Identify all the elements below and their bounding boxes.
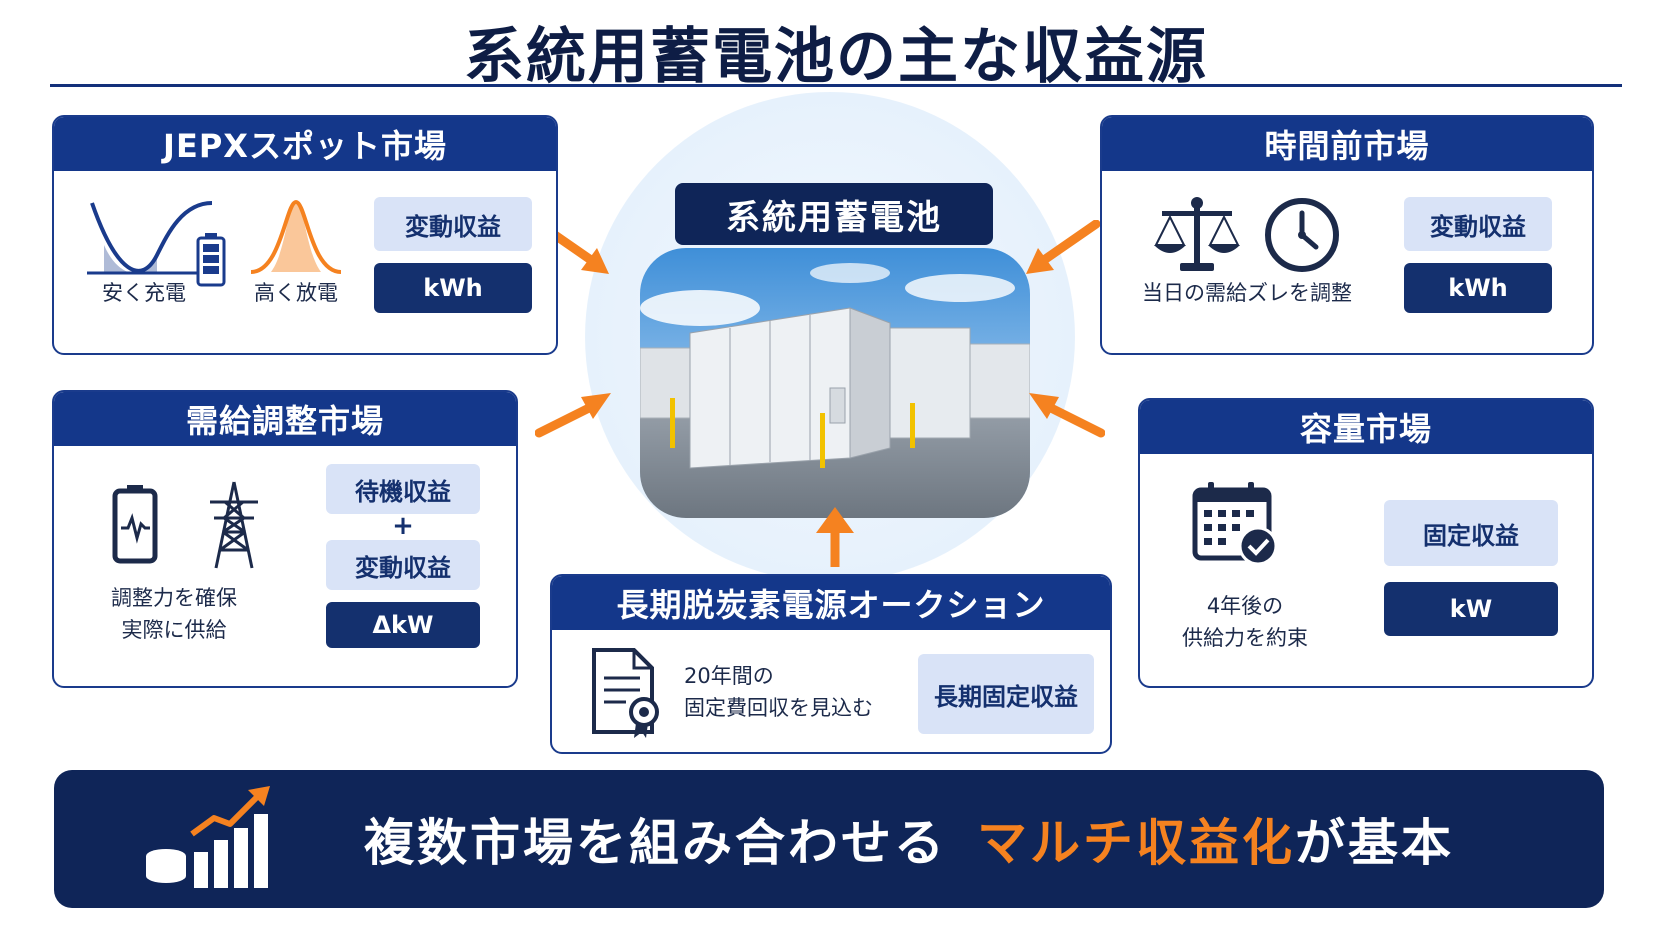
card-title: 長期脱炭素電源オークション (552, 576, 1110, 630)
card-balancing: 需給調整市場 調整力を確保 実際に供給 待機収益 + 変動収益 ΔkW (52, 390, 518, 688)
clock-icon (1265, 198, 1339, 272)
price-curve-low-icon (87, 201, 213, 275)
variable-revenue-pill: 変動収益 (326, 540, 480, 590)
transmission-tower-icon (210, 481, 258, 569)
battery-pulse-icon (112, 485, 158, 564)
card-title: 時間前市場 (1102, 117, 1592, 171)
caption-twenty-years: 20年間の (684, 664, 774, 688)
caption-four-years: 4年後の (1206, 594, 1284, 618)
caption-charge-low: 安く充電 (102, 281, 186, 305)
caption-actual-supply: 実際に供給 (121, 618, 227, 642)
caption-intraday: 当日の需給ズレを調整 (1142, 281, 1352, 305)
battery-storage-photo (640, 248, 1030, 518)
growth-chart-icon (146, 786, 270, 888)
caption-fixed-cost-recovery: 固定費回収を見込む (684, 696, 873, 720)
card-jepx-spot: JEPXスポット市場 安く充電 高く放電 変動収益 kWh (52, 115, 558, 355)
scale-icon (1154, 197, 1240, 271)
battery-icon (196, 233, 226, 287)
caption-secure-capacity: 調整力を確保 (111, 586, 237, 610)
certificate-document-icon (592, 648, 659, 738)
long-term-fixed-revenue-pill: 長期固定収益 (918, 654, 1094, 734)
card-long-term-decarbonization: 長期脱炭素電源オークション 20年間の 固定費回収を見込む 長期固定収益 (550, 574, 1112, 754)
caption-promise-supply: 供給力を約束 (1182, 626, 1308, 650)
revenue-type-pill: 変動収益 (374, 197, 532, 251)
card-title: 容量市場 (1140, 400, 1592, 454)
arrow-from-ltdc (816, 507, 854, 567)
banner-text-main: 複数市場を組み合わせる (364, 814, 947, 872)
card-capacity: 容量市場 4年後の 供給力を約束 固定収益 kW (1138, 398, 1594, 688)
banner-text-tail: が基本 (1295, 814, 1454, 872)
arrow-from-intraday (1026, 220, 1100, 274)
unit-pill: kWh (374, 263, 532, 313)
conclusion-banner: 複数市場を組み合わせる マルチ収益化 が基本 (54, 770, 1604, 908)
plus-sign: + (392, 511, 414, 541)
card-title: JEPXスポット市場 (54, 117, 556, 171)
unit-pill: kW (1384, 582, 1558, 636)
arrow-from-balancing (535, 393, 611, 438)
unit-pill: kWh (1404, 263, 1552, 313)
fixed-revenue-pill: 固定収益 (1384, 500, 1558, 566)
arrow-from-capacity (1029, 393, 1105, 438)
caption-discharge-high: 高く放電 (254, 281, 338, 305)
calendar-check-icon (1192, 482, 1278, 566)
card-title: 需給調整市場 (54, 392, 516, 446)
page-title: 系統用蓄電池の主な収益源 (464, 22, 1208, 92)
revenue-type-pill: 変動収益 (1404, 197, 1552, 251)
price-curve-high-icon (250, 199, 342, 274)
card-intraday: 時間前市場 当日の需給ズレを調整 変動収益 kWh (1100, 115, 1594, 355)
banner-text-highlight: マルチ収益化 (977, 814, 1295, 872)
title-divider (50, 84, 1622, 87)
unit-pill: ΔkW (326, 602, 480, 648)
banner-text: 複数市場を組み合わせる マルチ収益化 が基本 (364, 770, 1454, 908)
center-label: 系統用蓄電池 (675, 183, 993, 245)
standby-revenue-pill: 待機収益 (326, 464, 480, 514)
